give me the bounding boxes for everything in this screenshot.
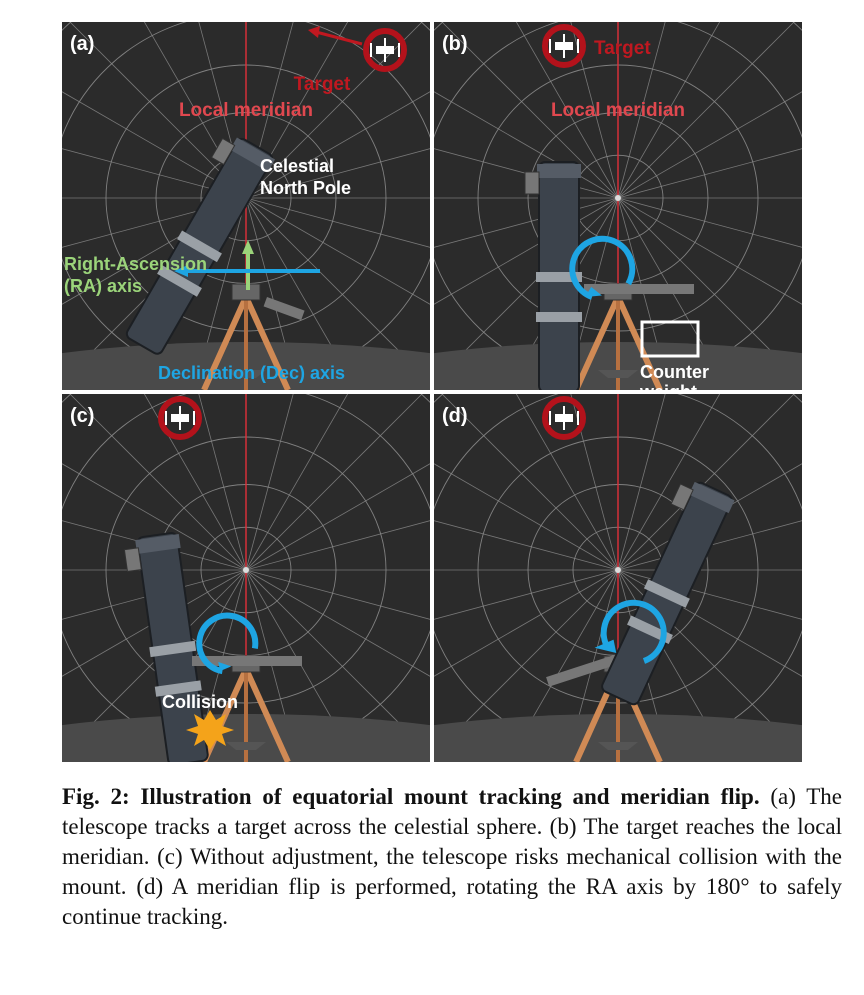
counterweight-bar xyxy=(263,296,305,321)
panel-d: (d) xyxy=(434,394,802,762)
target-direction-arrow xyxy=(315,30,363,46)
collision-burst-icon xyxy=(186,710,234,750)
figure-caption: Fig. 2: Illustration of equatorial mount… xyxy=(62,782,842,932)
ra-axis-arrowhead xyxy=(242,240,254,254)
target-label: Target xyxy=(594,38,651,59)
ra-axis-label: Right-Ascension(RA) axis xyxy=(64,254,207,296)
panel-label: (c) xyxy=(70,405,94,427)
meridian-label: Local meridian xyxy=(179,100,313,121)
pole-point xyxy=(243,567,249,573)
panel-c: (c) Collision xyxy=(62,394,430,762)
telescope-tube xyxy=(601,481,735,706)
tripod xyxy=(201,283,291,390)
pole-point xyxy=(615,567,621,573)
target-marker xyxy=(158,396,202,440)
telescope-tube xyxy=(125,137,276,355)
caption-title: Fig. 2: Illustration of equatorial mount… xyxy=(62,784,760,809)
target-label: Target xyxy=(294,74,351,95)
dec-axis-label: Declination (Dec) axis xyxy=(158,363,345,383)
telescope-tube xyxy=(123,532,209,762)
target-arrowhead xyxy=(308,26,320,38)
rotation-arrowhead xyxy=(218,662,232,672)
counterweight-bar xyxy=(584,284,694,294)
target-marker xyxy=(542,396,586,440)
telescope-tube xyxy=(524,161,582,390)
panel-label: (d) xyxy=(442,405,468,427)
collision-label: Collision xyxy=(162,692,238,712)
target-marker xyxy=(542,24,586,68)
dec-axis-arrowhead xyxy=(174,265,188,277)
panel-label: (a) xyxy=(70,33,94,55)
counterweight-highlight xyxy=(640,320,700,358)
rotation-arrow xyxy=(196,612,259,675)
panel-label: (b) xyxy=(442,33,468,55)
rotation-arrow xyxy=(600,599,667,664)
rotation-arrowhead xyxy=(585,287,602,297)
rotation-arrow xyxy=(569,235,636,300)
meridian-label: Local meridian xyxy=(551,100,685,121)
rotation-arrowhead xyxy=(594,639,617,654)
counterweight-bar xyxy=(546,649,635,687)
counterweight-bar xyxy=(192,656,302,666)
counterweight-label: Counterweight xyxy=(639,362,709,390)
pole-point xyxy=(615,195,621,201)
caption-body: (a) The telescope tracks a target across… xyxy=(62,784,842,929)
target-marker xyxy=(363,28,407,72)
